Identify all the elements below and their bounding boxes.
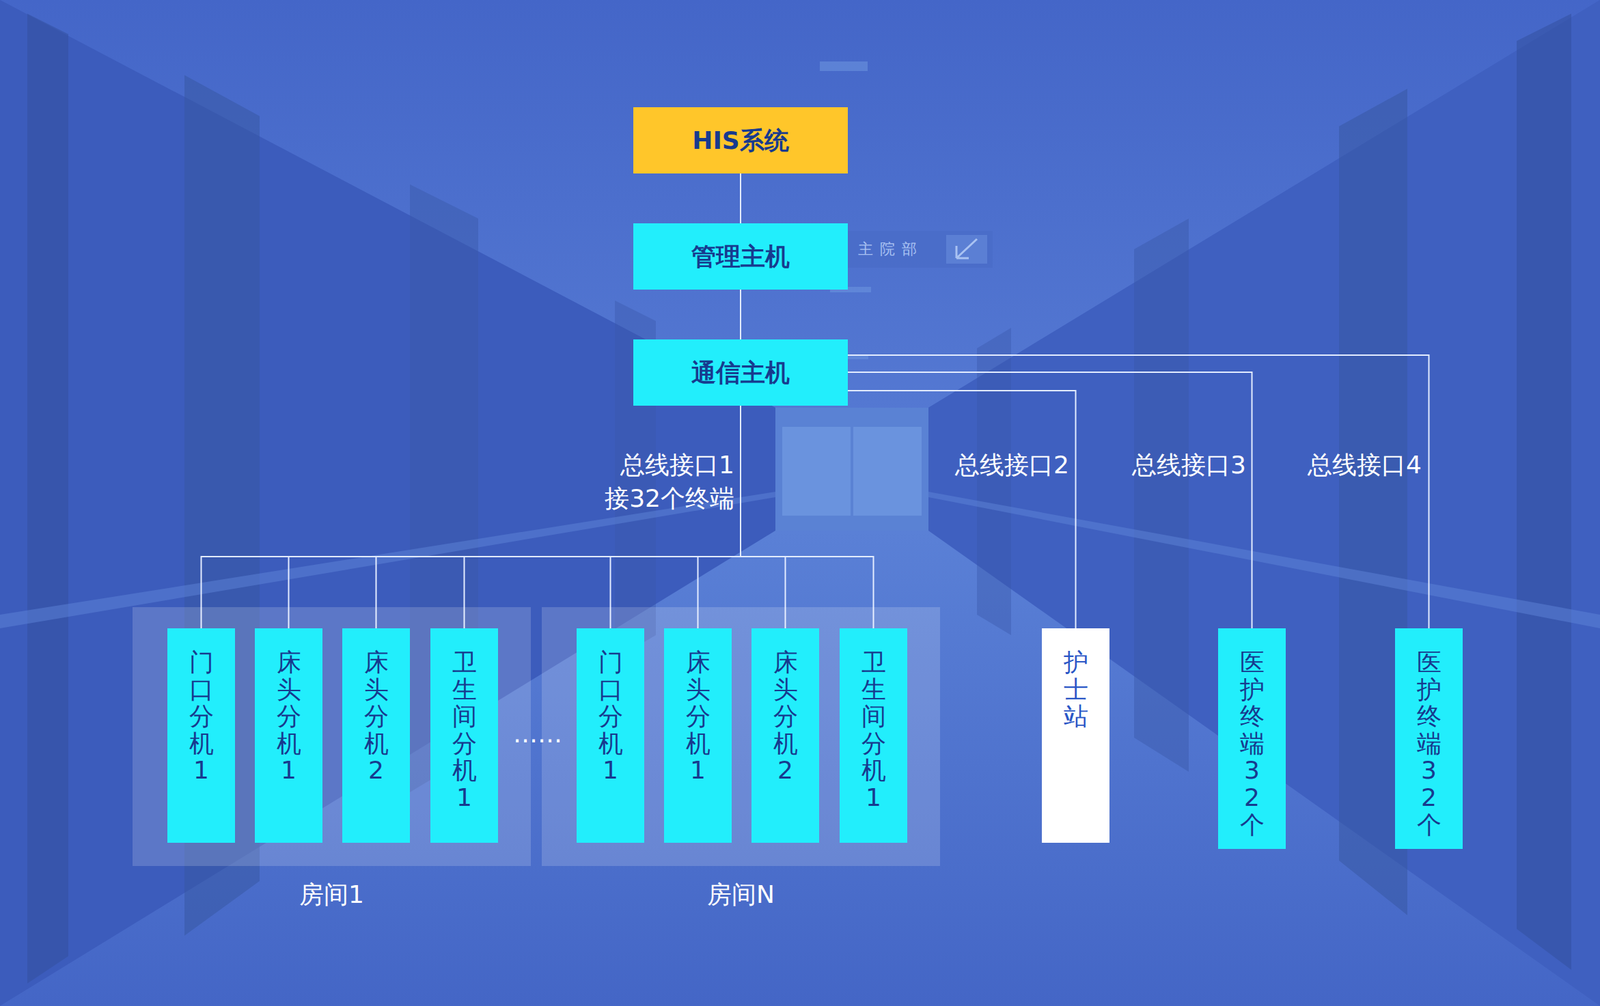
terminal-box: 卫生间分机1 bbox=[430, 628, 499, 844]
bus-connector bbox=[739, 173, 742, 224]
sign-arrow-panel bbox=[946, 235, 988, 264]
bus-connector bbox=[376, 405, 742, 629]
bus-connector bbox=[847, 390, 1077, 629]
bus-port-label: 总线接口3 bbox=[1132, 450, 1247, 480]
ceiling-light bbox=[819, 61, 868, 72]
vertical-label: 床头分机1 bbox=[276, 649, 302, 785]
bus-port-label: 总线接口4 bbox=[1307, 450, 1422, 480]
bus-connector bbox=[847, 355, 1430, 629]
ellipsis: …… bbox=[513, 719, 563, 749]
bus-connector bbox=[847, 372, 1253, 629]
terminal-box: 床头分机1 bbox=[664, 628, 732, 844]
room-panel: 房间1门口分机1床头分机1床头分机2卫生间分机1 bbox=[132, 607, 531, 867]
vertical-label: 医护终端32个 bbox=[1416, 649, 1442, 839]
host-box: 通信主机 bbox=[633, 339, 848, 406]
vertical-label: 卫生间分机1 bbox=[861, 649, 887, 812]
room-label: 房间N bbox=[541, 879, 941, 910]
vertical-label: 床头分机1 bbox=[685, 649, 711, 785]
bus-connector bbox=[698, 405, 742, 629]
terminal-box: 床头分机1 bbox=[254, 628, 323, 844]
bus-connector bbox=[201, 405, 742, 629]
window bbox=[782, 426, 922, 516]
terminal-box: 医护终端32个 bbox=[1395, 628, 1463, 850]
box-label: 通信主机 bbox=[691, 357, 790, 388]
bus-connector bbox=[739, 289, 742, 340]
terminal-box: 门口分机1 bbox=[167, 628, 236, 844]
room-label: 房间1 bbox=[132, 879, 531, 910]
bus-port-label: 总线接口1 bbox=[620, 450, 735, 480]
vertical-label: 床头分机2 bbox=[773, 649, 798, 785]
terminal-box: 医护终端32个 bbox=[1218, 628, 1286, 850]
door bbox=[1134, 218, 1189, 772]
vertical-label: 卫生间分机1 bbox=[452, 649, 477, 812]
terminal-box: 床头分机2 bbox=[342, 628, 410, 844]
box-label: 管理主机 bbox=[691, 241, 790, 272]
sign-arrow bbox=[956, 239, 977, 259]
vertical-label: 床头分机2 bbox=[364, 649, 389, 785]
room-panel: 房间N门口分机1床头分机1床头分机2卫生间分机1 bbox=[541, 607, 941, 867]
host-box: 管理主机 bbox=[633, 223, 848, 290]
box-label: HIS系统 bbox=[692, 125, 789, 156]
handrail bbox=[928, 491, 1600, 629]
system-box: HIS系统 bbox=[633, 107, 848, 174]
door-frame bbox=[27, 13, 69, 984]
bus-connector bbox=[288, 405, 742, 629]
bus-port-label: 总线接口2 bbox=[955, 450, 1070, 480]
door bbox=[976, 327, 1012, 636]
vertical-label: 医护终端32个 bbox=[1239, 649, 1265, 839]
door-frame bbox=[1516, 13, 1572, 971]
nurse-station-box: 护士站 bbox=[1041, 628, 1110, 844]
terminal-box: 门口分机1 bbox=[576, 628, 645, 844]
corridor-end bbox=[775, 407, 929, 531]
sign-text: 主院部 bbox=[858, 240, 924, 259]
vertical-label: 门口分机1 bbox=[189, 649, 214, 785]
vertical-label: 门口分机1 bbox=[598, 649, 624, 785]
bus-connector bbox=[610, 405, 742, 629]
terminal-box: 床头分机2 bbox=[751, 628, 820, 844]
bus-connector bbox=[740, 405, 874, 629]
ward-sign bbox=[847, 230, 993, 268]
bus-connector bbox=[464, 405, 742, 629]
vertical-label: 护士站 bbox=[1063, 649, 1089, 731]
bus-connector bbox=[740, 405, 786, 629]
bus-note: 接32个终端 bbox=[604, 483, 735, 514]
window-frame bbox=[850, 426, 854, 516]
terminal-box: 卫生间分机1 bbox=[839, 628, 908, 844]
